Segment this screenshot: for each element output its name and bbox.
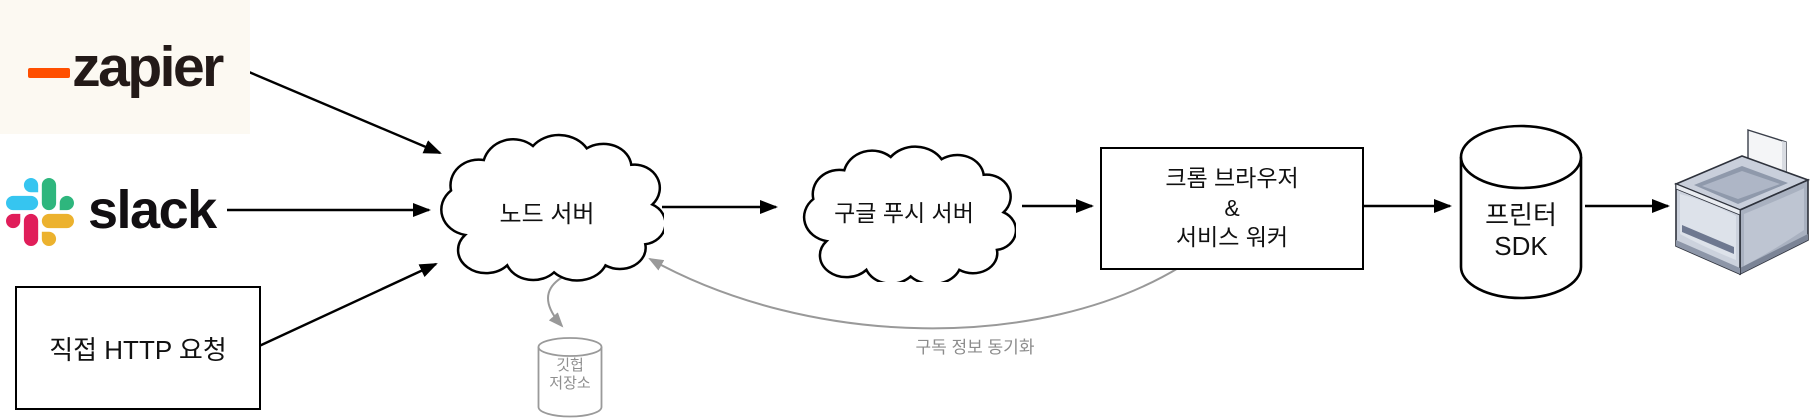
chrome-service-worker-box: 크롬 브라우저 & 서비스 워커 (1100, 147, 1364, 270)
chrome-box-line3: 서비스 워커 (1175, 224, 1289, 251)
node-server-label: 노드 서버 (499, 201, 595, 228)
zapier-wordmark: zapier (72, 34, 224, 99)
cloud-shape (792, 136, 1016, 282)
printer-icon (1674, 128, 1814, 280)
github-repo-line2: 저장소 (549, 374, 591, 392)
arrow-zapier-to-node (229, 62, 442, 155)
printer-sdk-line2: SDK (1494, 230, 1548, 261)
zapier-underscore-mark (28, 67, 71, 78)
zapier-logo: zapier (0, 0, 250, 134)
cylinder-shape (1459, 124, 1583, 300)
chrome-box-line2: & (1224, 194, 1240, 221)
sync-label: 구독 정보 동기화 (915, 338, 1035, 357)
google-push-cloud: 구글 푸시 서버 (792, 136, 1016, 282)
chrome-box-line1: 크롬 브라우저 (1165, 165, 1299, 192)
http-request-box: 직접 HTTP 요청 (15, 286, 261, 410)
arrow-http-to-node (256, 262, 438, 349)
cloud-shape (430, 118, 664, 284)
github-repo-cylinder: 깃헙 저장소 (537, 337, 603, 418)
github-repo-line1: 깃헙 (556, 357, 584, 374)
google-push-label: 구글 푸시 서버 (834, 200, 974, 226)
slack-icon (6, 178, 74, 246)
github-repo-label: 깃헙 저장소 (537, 357, 603, 392)
cylinder-shape (537, 337, 603, 418)
slack-wordmark: slack (88, 180, 217, 240)
http-request-label: 직접 HTTP 요청 (49, 334, 227, 365)
printer-sdk-cylinder: 프린터 SDK (1459, 124, 1583, 300)
node-server-cloud: 노드 서버 (430, 118, 664, 284)
printer-sdk-line1: 프린터 (1485, 200, 1557, 230)
sync-arrow-chrome-to-node (648, 258, 1181, 330)
printer-sdk-label: 프린터 SDK (1459, 200, 1583, 261)
slack-logo: slack (6, 174, 236, 250)
